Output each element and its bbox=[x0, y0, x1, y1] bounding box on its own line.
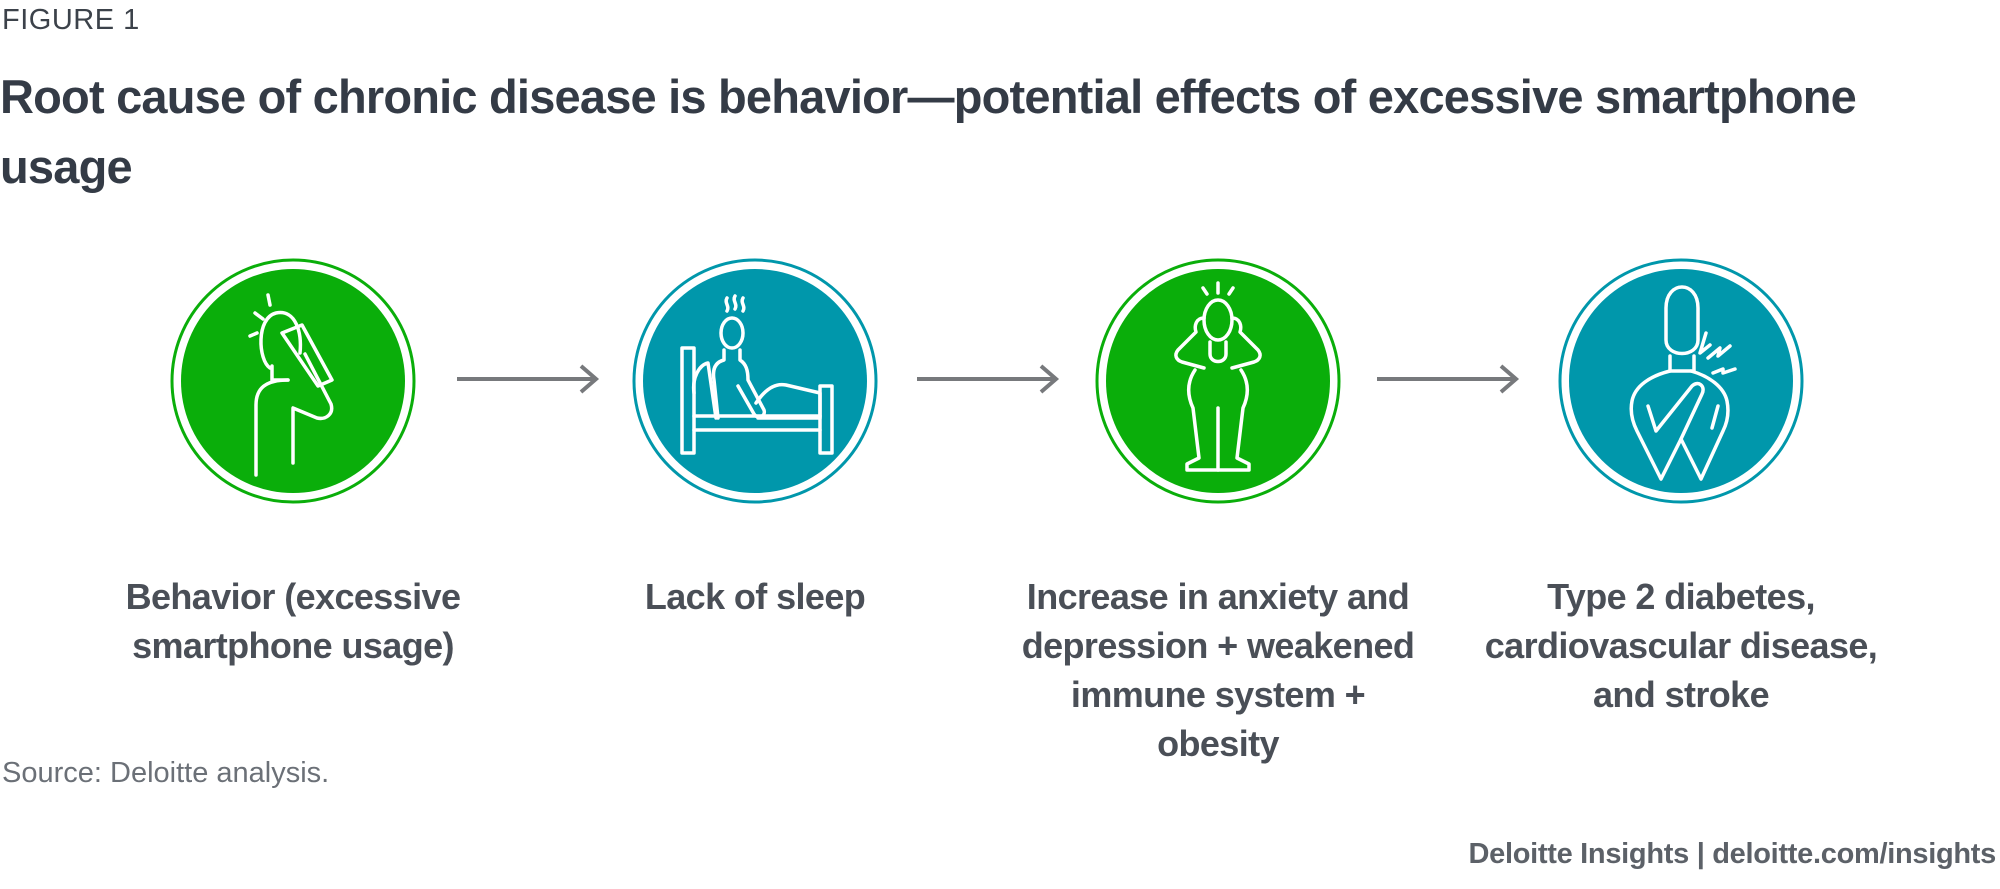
person-in-bed-icon bbox=[632, 258, 878, 504]
step-label: Lack of sleep bbox=[644, 576, 866, 617]
person-on-phone-icon bbox=[170, 258, 416, 504]
arrow-right-icon bbox=[917, 364, 1060, 394]
step-label: Behavior (excessive smartphone usage) bbox=[125, 576, 461, 666]
step-diabetes-cardiovascular-stroke: Type 2 diabetes, cardiovascular disease,… bbox=[1471, 258, 1891, 719]
footer-credit: Deloitte Insights | deloitte.com/insight… bbox=[1468, 838, 1996, 870]
step-label: Increase in anxiety and depression + wea… bbox=[1021, 576, 1415, 764]
source-note: Source: Deloitte analysis. bbox=[2, 757, 330, 789]
person-chest-pain-icon bbox=[1558, 258, 1804, 504]
arrow-right-icon bbox=[457, 364, 600, 394]
step-anxiety-depression-obesity: Increase in anxiety and depression + wea… bbox=[1008, 258, 1428, 768]
step-label: Type 2 diabetes, cardiovascular disease,… bbox=[1484, 576, 1878, 715]
page-title: Root cause of chronic disease is behavio… bbox=[0, 70, 1857, 193]
figure-label: FIGURE 1 bbox=[2, 4, 140, 36]
stressed-person-icon bbox=[1095, 258, 1341, 504]
arrow-right-icon bbox=[1377, 364, 1520, 394]
step-lack-of-sleep: Lack of sleep bbox=[545, 258, 965, 621]
step-behavior: Behavior (excessive smartphone usage) bbox=[83, 258, 503, 670]
